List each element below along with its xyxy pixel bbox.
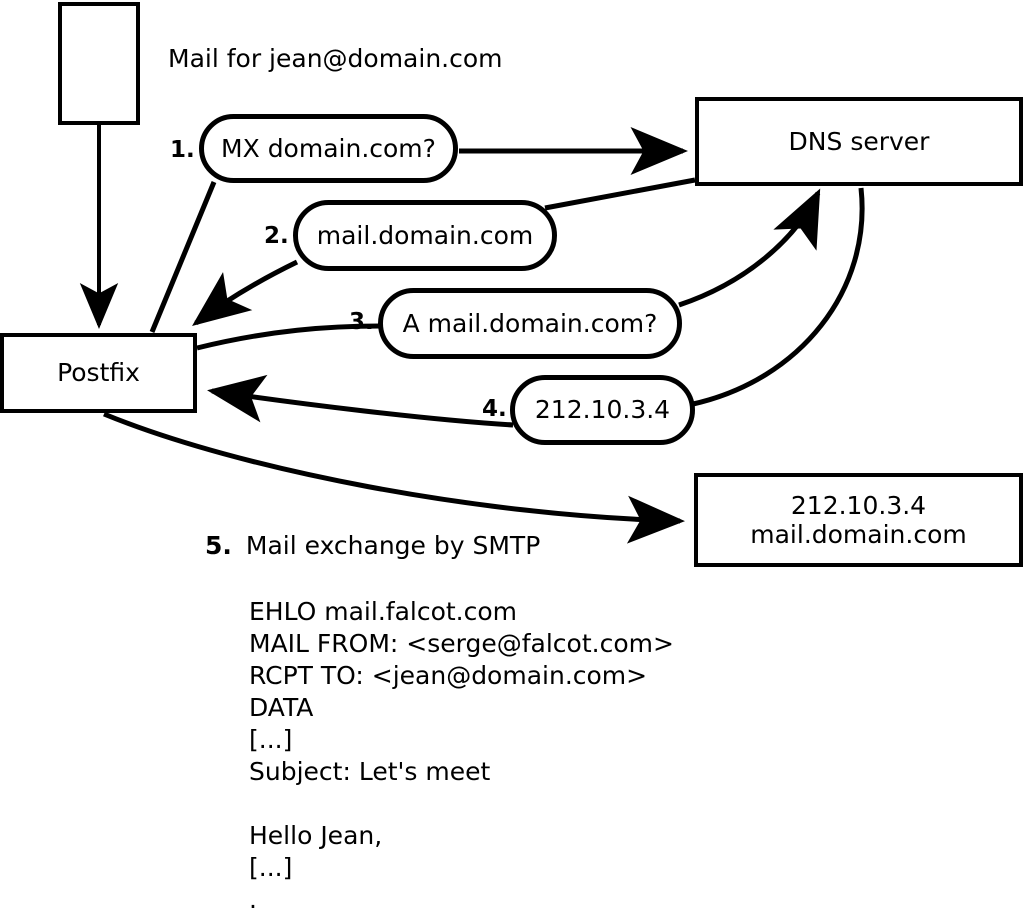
step-5-label: Mail exchange by SMTP — [245, 531, 541, 560]
smtp-transcript: EHLO mail.falcot.com MAIL FROM: <serge@f… — [249, 596, 674, 916]
transcript-line: EHLO mail.falcot.com — [249, 597, 518, 626]
mail-for-text: Mail for jean@domain.com — [168, 44, 503, 73]
node-mail-server[interactable]: 212.10.3.4 mail.domain.com — [694, 473, 1023, 567]
connector-step4-to-postfix — [207, 374, 514, 428]
transcript-line: [...] — [249, 725, 293, 754]
transcript-line: DATA — [249, 693, 314, 722]
step-5-number: 5. — [205, 531, 232, 560]
node-postfix-label: Postfix — [57, 358, 140, 388]
step-2-bubble[interactable]: mail.domain.com — [293, 200, 557, 271]
step-3-number: 3. — [349, 309, 374, 335]
node-dns-server-label: DNS server — [788, 126, 930, 156]
transcript-line: [...] — [249, 853, 293, 882]
connector-dns-to-step4 — [692, 187, 865, 407]
node-client[interactable] — [58, 2, 140, 125]
step-5-caption: 5. Mail exchange by SMTP — [205, 531, 540, 560]
connector-dns-to-step2 — [544, 177, 696, 211]
step-1-number: 1. — [170, 137, 195, 163]
step-1-label: MX domain.com? — [221, 133, 436, 163]
connector-step2-to-postfix — [192, 259, 299, 327]
node-dns-server[interactable]: DNS server — [695, 97, 1023, 186]
step-1-bubble[interactable]: MX domain.com? — [199, 114, 458, 183]
transcript-blank-line — [249, 788, 674, 820]
node-mail-server-label: 212.10.3.4 mail.domain.com — [750, 491, 966, 550]
step-4-bubble[interactable]: 212.10.3.4 — [510, 375, 695, 445]
transcript-line: RCPT TO: <jean@domain.com> — [249, 661, 648, 690]
node-postfix[interactable]: Postfix — [0, 333, 197, 413]
transcript-line: Subject: Let's meet — [249, 757, 491, 786]
transcript-line: MAIL FROM: <serge@falcot.com> — [249, 629, 674, 658]
node-mail-server-hostname: mail.domain.com — [750, 520, 967, 549]
step-2-number: 2. — [264, 223, 289, 249]
connector-step1-to-postfix — [149, 181, 217, 333]
connector-step3-to-dns — [678, 188, 821, 308]
step-2-label: mail.domain.com — [316, 220, 534, 250]
step-4-label: 212.10.3.4 — [534, 395, 671, 425]
step-4-number: 4. — [482, 396, 507, 422]
node-mail-server-ip: 212.10.3.4 — [790, 490, 927, 520]
transcript-line: . — [249, 885, 257, 914]
transcript-line: Hello Jean, — [249, 821, 383, 850]
step-3-bubble[interactable]: A mail.domain.com? — [378, 288, 682, 359]
step-3-label: A mail.domain.com? — [402, 308, 658, 338]
